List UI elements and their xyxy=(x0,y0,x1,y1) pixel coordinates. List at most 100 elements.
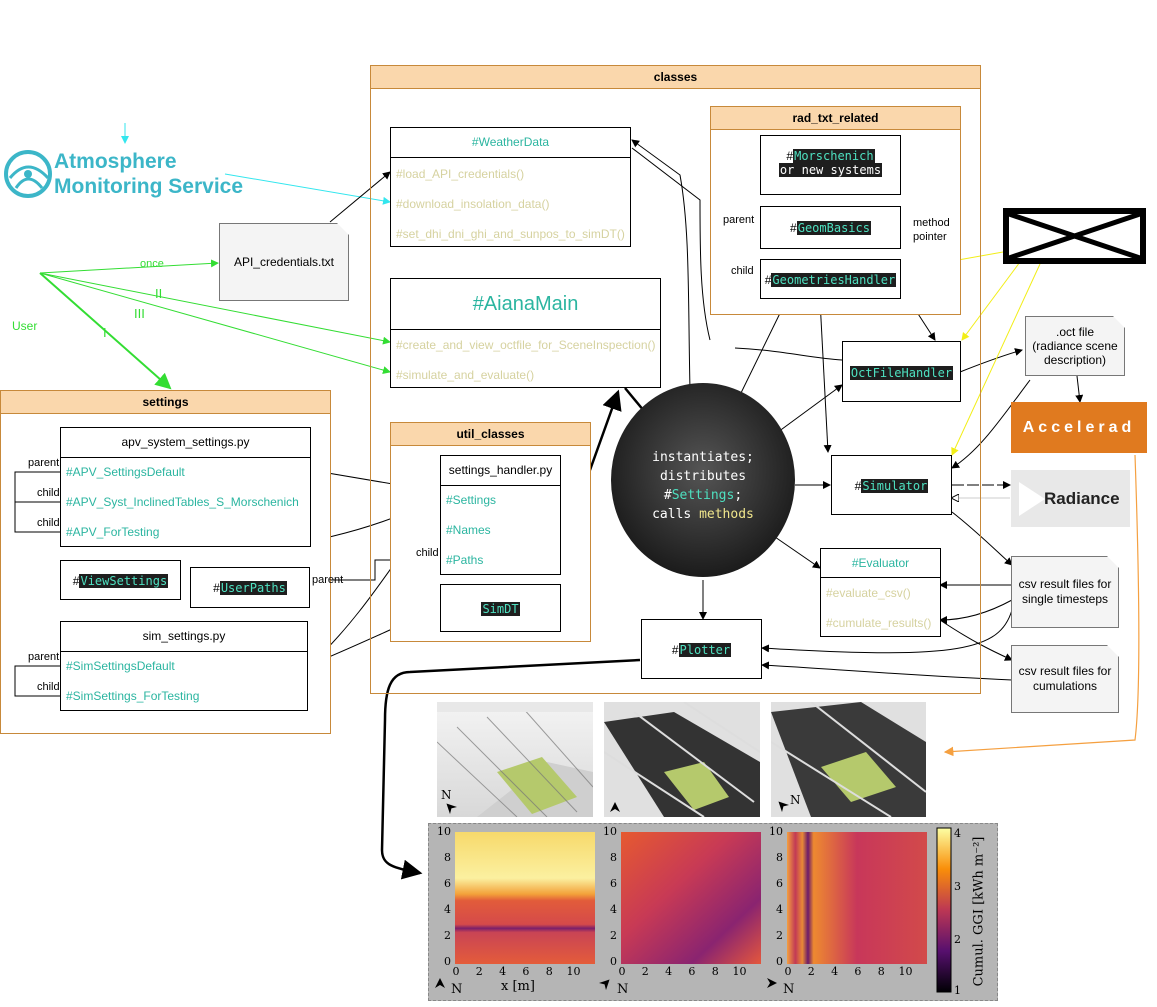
ams-line1: Atmosphere xyxy=(54,150,177,173)
heatmap-2-xtick: 2 xyxy=(641,965,649,978)
heatmap-2-ytick: 0 xyxy=(610,955,617,968)
util-classes-title: util_classes xyxy=(391,423,590,446)
heatmap-2-xtick: 6 xyxy=(688,965,696,978)
hub-line3-semicolon: ; xyxy=(734,488,743,503)
viewsettings-class[interactable]: #ViewSettings xyxy=(60,560,181,600)
sim-settings-class[interactable]: sim_settings.py #SimSettingsDefault #Sim… xyxy=(60,621,308,711)
globe-icon xyxy=(4,150,52,198)
apv-system-settings-class[interactable]: apv_system_settings.py #APV_SettingsDefa… xyxy=(60,427,311,547)
geombasics-class[interactable]: #GeomBasics xyxy=(760,206,901,249)
csv-single-line1: csv result files for xyxy=(1018,577,1112,591)
heatmap-2-ytick: 2 xyxy=(610,929,617,942)
simulator-name: Simulator xyxy=(861,479,929,493)
classes-title: classes xyxy=(371,66,980,89)
scene-1-north: N xyxy=(441,788,452,802)
north-arrow-icon xyxy=(446,803,457,814)
heatmap-1-ytick: 8 xyxy=(444,851,451,864)
rad-parent-label: parent xyxy=(723,214,755,226)
morschenich-subtitle: or new systems xyxy=(778,163,883,177)
heatmap-3-ytick: 6 xyxy=(776,877,783,890)
hub-line3-settings: Settings xyxy=(671,488,735,503)
ams-logo: Atmosphere Monitoring Service xyxy=(2,148,262,204)
hub-line4: calls methods xyxy=(610,505,796,524)
apv-child-label-1: child xyxy=(37,487,60,499)
scene-render-2 xyxy=(604,702,760,817)
aianamain-method-simulate: #simulate_and_evaluate() xyxy=(396,368,535,382)
edge-i-label: I xyxy=(103,325,107,340)
hub-line4-calls: calls xyxy=(652,507,700,522)
apv-parent-label: parent xyxy=(28,457,60,469)
heatmap-1-xtick: 2 xyxy=(475,965,483,978)
scene-render-1: N xyxy=(437,702,593,817)
aianamain-title: #AianaMain xyxy=(391,279,660,330)
accelerad-logo: Accelerad xyxy=(1011,402,1147,453)
evaluator-method-evaluate: #evaluate_csv() xyxy=(826,586,911,600)
edge-iii-label: III xyxy=(134,306,145,321)
settings-title: settings xyxy=(1,391,330,414)
heatmap-2-ytick: 6 xyxy=(610,877,617,890)
oct-file-line1: .oct file xyxy=(1055,325,1094,339)
evaluator-title: #Evaluator xyxy=(821,549,940,578)
simulator-class[interactable]: #Simulator xyxy=(831,455,952,515)
morschenich-class[interactable]: #Morschenich or new systems xyxy=(760,135,901,195)
ams-line2: Monitoring Service xyxy=(54,175,244,198)
heatmap-2-ytick: 10 xyxy=(603,825,617,838)
method-pointer-label-1: method xyxy=(913,217,950,229)
heatmap-2-ytick: 8 xyxy=(610,851,617,864)
heatmap-3-xtick: 8 xyxy=(877,965,885,978)
aianamain-class[interactable]: #AianaMain #create_and_view_octfile_for_… xyxy=(390,278,661,388)
cross-icon xyxy=(1009,214,1140,258)
weatherdata-class[interactable]: #WeatherData #load_API_credentials() #do… xyxy=(390,127,631,247)
heatmap-1-ytick: 2 xyxy=(444,929,451,942)
simdt-name: SimDT xyxy=(481,602,520,616)
api-credentials-note: API_credentials.txt xyxy=(219,223,349,301)
north-arrow-icon-3 xyxy=(778,801,789,812)
weatherdata-method-load: #load_API_credentials() xyxy=(396,167,525,181)
heatmap-2-xtick: 4 xyxy=(665,965,673,978)
plotter-name: Plotter xyxy=(678,643,732,657)
evaluator-method-cumulate: #cumulate_results() xyxy=(826,616,932,630)
hub-line3-hash: # xyxy=(663,488,672,503)
heatmap-svg xyxy=(455,827,952,993)
api-credentials-label: API_credentials.txt xyxy=(233,255,335,269)
weatherdata-title: #WeatherData xyxy=(391,128,630,158)
oct-file-line3: description) xyxy=(1043,353,1107,367)
heatmap-1-ytick: 10 xyxy=(437,825,451,838)
hub-text: instantiates; distributes #Settings; cal… xyxy=(610,448,796,524)
oct-file-line2: (radiance scene xyxy=(1032,339,1118,353)
morschenich-name: Morschenich xyxy=(793,149,875,163)
heatmap-3-xtick: 2 xyxy=(807,965,815,978)
csv-single-line2: single timesteps xyxy=(1021,592,1109,606)
util-child-label: child xyxy=(416,547,439,559)
hub-line1: instantiates; xyxy=(652,450,754,465)
heatmap-3-ytick: 2 xyxy=(776,929,783,942)
scene-3-north: N xyxy=(790,793,801,807)
octfilehandler-class[interactable]: OctFileHandler xyxy=(842,341,961,402)
weatherdata-method-download: #download_insolation_data() xyxy=(396,197,550,211)
hub-line4-methods: methods xyxy=(699,507,754,522)
scene-2-image xyxy=(604,702,760,817)
north-arrow-icon xyxy=(598,976,613,991)
userpaths-class[interactable]: #UserPaths xyxy=(190,567,310,608)
geometrieshandler-name: GeometriesHandler xyxy=(771,273,897,287)
radiance-logo: Radiance xyxy=(1011,470,1130,527)
heatmap-1-xtick: 6 xyxy=(522,965,530,978)
evaluator-class[interactable]: #Evaluator #evaluate_csv() #cumulate_res… xyxy=(820,548,941,637)
sim-settings-default: #SimSettingsDefault xyxy=(66,659,175,673)
settings-handler-class[interactable]: settings_handler.py #Settings #Names #Pa… xyxy=(440,455,561,575)
heatmap-2-xtick: 8 xyxy=(711,965,719,978)
sim-settings-for-testing: #SimSettings_ForTesting xyxy=(66,689,200,703)
heatmap-3-north: N xyxy=(783,982,795,997)
heatmap-3-ytick: 10 xyxy=(769,825,783,838)
geometrieshandler-class[interactable]: #GeometriesHandler xyxy=(760,259,901,299)
simdt-class[interactable]: SimDT xyxy=(440,584,561,632)
hub-line3: #Settings; xyxy=(610,486,796,505)
plotter-class[interactable]: #Plotter xyxy=(641,619,762,679)
csv-cum-line1: csv result files for xyxy=(1018,664,1112,678)
heatmap-2-xtick: 10 xyxy=(732,965,747,978)
play-triangle-icon xyxy=(1019,482,1045,516)
heatmap-2-north: N xyxy=(617,982,629,997)
octfilehandler-name: OctFileHandler xyxy=(849,366,954,380)
hub-line2: distributes xyxy=(659,469,747,484)
